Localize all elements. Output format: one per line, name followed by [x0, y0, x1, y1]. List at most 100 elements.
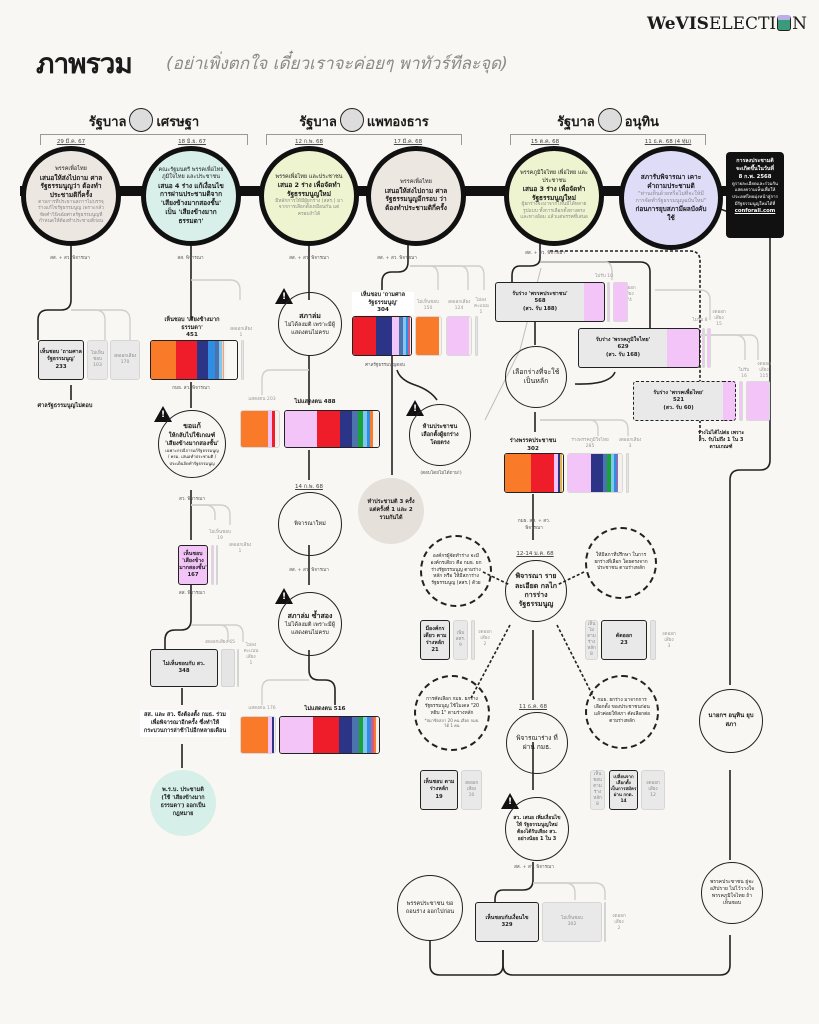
vote-bar-disagree-19 [211, 545, 214, 585]
bar-segment-orange [151, 341, 176, 379]
quorum-fail-circle-1[interactable]: สภาล่มไม่ได้ลงมติ เพราะมีผู้แสดงตนไม่ครบ [278, 292, 342, 356]
avatar-srettha [129, 108, 154, 132]
choose-main-draft-circle[interactable]: เลือกร่างที่จะใช้เป็นหลัก [505, 346, 567, 408]
pass-date: 11 ธ.ค. 68 [518, 704, 548, 710]
result-noshow-488-label: ไม่แสดงตน 488 [294, 399, 336, 405]
connector-line-minor [410, 265, 469, 290]
sw-condition-circle[interactable]: สว. เสนอ เพิ่มเงื่อนไขให้ รัฐธรรมนูญใหม่… [505, 797, 569, 861]
bar-segment-blue [367, 717, 372, 753]
detail-date: 12-14 ม.ค. 68 [516, 551, 554, 557]
direct-election-ban-circle[interactable]: ห้ามประชาชน เลือกตั้งผู้ยกร่าง โดยตรง [409, 404, 471, 466]
vote-label: กมธ. สว. พิจารณา [172, 386, 210, 391]
connector-line [308, 650, 336, 705]
stage-circle-3[interactable]: พรรคเพื่อไทย และประชาชนเสนอ 2 ร่าง เพื่อ… [259, 146, 359, 246]
reconsider-circle[interactable]: พิจารณาใหม่ [278, 492, 342, 556]
vote-bar-abstain-15 [707, 328, 711, 368]
vote-bar-reject-10 [607, 282, 610, 322]
bar-segment-orange [373, 717, 376, 753]
senate-amend-circle[interactable]: ขอแก้ให้กลับไปใช้เกณฑ์ 'เสียงข้างมากสองช… [158, 410, 226, 478]
ballot-box-icon [777, 15, 792, 31]
avatar-paetongtarn [339, 108, 364, 132]
bar-segment-white [469, 317, 471, 355]
vote-bar-203 [240, 410, 280, 448]
connector-line-minor [533, 882, 576, 900]
bar-segment-pink2 [616, 454, 619, 492]
bar-segment-pink2 [371, 717, 374, 753]
bar-segment-green [358, 411, 363, 447]
connector-line [164, 585, 192, 650]
connector-line-minor [191, 279, 241, 300]
people-distrust-circle[interactable]: พรรคประชาชน ยู่จะอภิปราย ไม่ไว้วางใจ พรร… [701, 862, 763, 924]
connector-line [729, 230, 771, 685]
bar-segment-lightblue [363, 717, 368, 753]
bar-segment-green [607, 454, 612, 492]
question-single-body-circle[interactable]: องค์กรผู้จัดทำร่าง จะมีองค์กรเดียว คือ ก… [420, 535, 492, 607]
connector-line-minor [540, 261, 613, 280]
stage-circle-2[interactable]: คณะรัฐมนตรี พรรคเพื่อไทย ภูมิใจไทย และปร… [141, 146, 241, 246]
connector-line [550, 250, 701, 400]
connector-line-minor [261, 369, 309, 395]
sw-accept-portion [584, 282, 605, 322]
stage-circle-4[interactable]: พรรคเพื่อไทยเสนอให้ส่งไปถาม ศาลรัฐธรรมนู… [366, 146, 466, 246]
sw-accept-portion [723, 381, 736, 421]
question-consult-circle[interactable]: ให้มีสภาที่ปรึกษา ในการยกร่างที่เลือก โด… [585, 527, 657, 599]
consider-pass-circle[interactable]: พิจารณาร่าง ที่ผ่าน กมธ. [506, 712, 568, 774]
conforall-link[interactable]: conforall.com [734, 208, 776, 215]
bar-segment-white [373, 411, 379, 447]
result-reject-sw: ไม่เห็นชอบกับ สว.348 [150, 649, 218, 687]
bar-segment-white [561, 454, 563, 492]
question-select-circle[interactable]: การคัดเลือก กมธ. ยกร่างรัฐธรรมนูญ ใช้โมเ… [414, 675, 490, 751]
result-noshow-516-label: ไม่แสดงตน 516 [304, 706, 346, 712]
connector-line-minor [700, 334, 759, 360]
bar-segment-navy [590, 454, 603, 492]
avatar-anutin [597, 108, 622, 132]
result-add-sasr: เพิ่ม สสร.9 [453, 620, 468, 660]
connector-line [502, 935, 731, 976]
draft-pt-result: รับร่าง 'พรรคเพื่อไทย'521(สว. รับ 60) [633, 381, 736, 421]
vote-bar-176 [240, 716, 276, 754]
vote-bar-reject-8 [702, 328, 705, 368]
connector-line [511, 238, 541, 282]
quorum-fail-circle-2[interactable]: สภาล่ม ซ้ำสองไม่ได้ลงมติ เพราะมีผู้แสดงต… [278, 592, 342, 656]
vote-bar-abstain-74 [613, 282, 628, 322]
bar-segment-orange [241, 411, 268, 447]
stage-date: 18 มิ.ย. 67 [178, 139, 206, 145]
draft-bjt-reject: ไม่รับ 8 [692, 318, 708, 323]
vote-bar-reject-16 [739, 381, 743, 421]
bar-segment-green [359, 717, 364, 753]
vote-label: สส. + สว. พิจารณา [525, 251, 565, 256]
connector-line [574, 371, 616, 385]
vote-bar-451 [150, 340, 238, 380]
bar-segment-white [375, 717, 379, 753]
bar-segment-blue [613, 454, 617, 492]
stage-circle-1[interactable]: พรรคเพื่อไทยเสนอให้ส่งไปถาม ศาลรัฐธรรมนู… [21, 146, 121, 246]
gov-bracket [266, 134, 462, 145]
bar-segment-pink [285, 411, 317, 447]
gov-srettha: รัฐบาลเศรษฐา [40, 108, 248, 145]
vote-label: สส. + สว. พิจารณา [289, 568, 329, 573]
stage-circle-5[interactable]: พรรคภูมิใจไทย เพื่อไทย และประชาชนเสนอ 3 … [504, 146, 604, 246]
detail-mechanism-circle[interactable]: พิจารณา รายละเอียด กลไกการร่าง รัฐธรรมนู… [505, 560, 567, 622]
bar-segment-steel [351, 411, 359, 447]
question-elect-circle[interactable]: กมธ. ยกร่าง มาจากการเลือกตั้ง ของประชาชน… [585, 675, 659, 749]
bar-segment-blue [366, 411, 371, 447]
pm-dissolve-circle[interactable]: นายกฯ อนุทิน ยุบสภา [699, 689, 763, 753]
vote-bar-novote-1 [475, 316, 478, 356]
referendum-info-box: การลงประชามติ จะเกิดขึ้นในวันที่ 8 ก.พ. … [726, 152, 784, 238]
people-withdraw-circle[interactable]: พรรคประชาชน ขอถอนร่าง ออกไปก่อน [397, 875, 463, 941]
vote-bar-488 [284, 410, 380, 448]
result-agree-double: เห็นชอบ 'เสียงข้างมากสองชั้น'167 [178, 545, 208, 585]
result-agree-court2-label: เห็นชอบ 'ถามศาลรัฐธรรมนูญ'304 [352, 292, 414, 315]
bar-segment-lightblue [402, 317, 406, 355]
stage-circle-6[interactable]: สภารับพิจารณา เคาะคำถามประชามติ"ท่านเห็น… [619, 146, 723, 250]
bar-segment-steel [214, 341, 219, 379]
